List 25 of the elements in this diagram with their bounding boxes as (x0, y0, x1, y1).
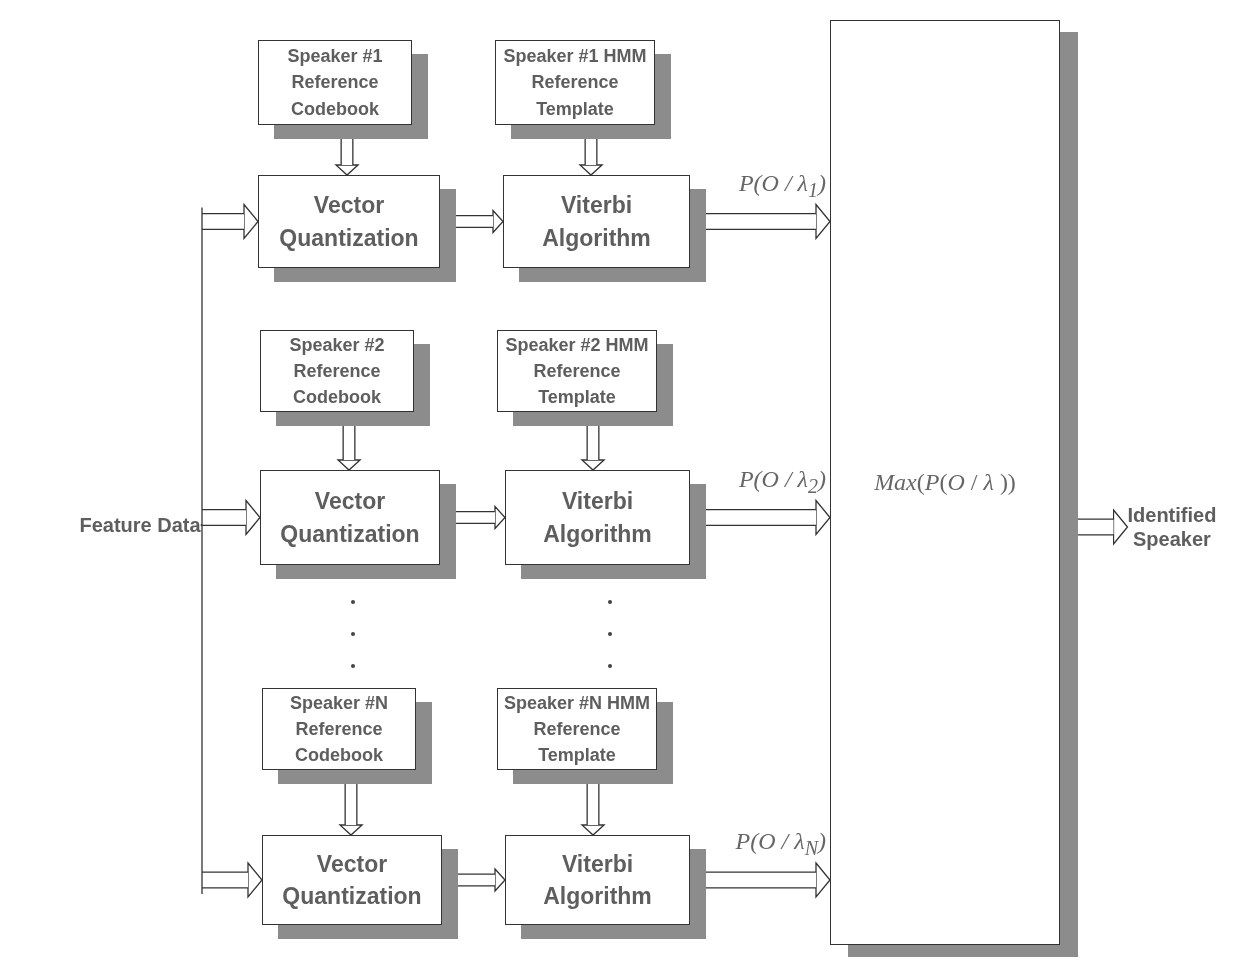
input-label: Feature Data (79, 505, 201, 545)
box-text: Speaker #N Reference Codebook (288, 691, 390, 768)
box-text: Viterbi Algorithm (541, 191, 652, 253)
formula-text: Max(P(O / λ )) (874, 467, 1016, 497)
box-text: Speaker #2 Reference Codebook (288, 333, 386, 410)
box-text: Speaker #1 Reference Codebook (286, 45, 384, 121)
arrow (579, 139, 603, 176)
box-text: Vector Quantization (279, 487, 421, 549)
output-label: Identified Speaker (1127, 500, 1217, 554)
box-text: Viterbi Algorithm (542, 487, 653, 549)
arrow (339, 784, 363, 836)
arrow (202, 499, 261, 536)
bus-line (200, 206, 203, 895)
arrow (337, 426, 361, 471)
arrow (581, 784, 605, 836)
arrow (581, 426, 605, 471)
box-text: Viterbi Algorithm (542, 849, 653, 911)
box-text: Speaker #N HMM Reference Template (502, 691, 652, 768)
arrow (335, 139, 359, 176)
box-text: Speaker #1 HMM Reference Template (502, 45, 648, 121)
arrow (202, 862, 263, 898)
box-text: Vector Quantization (281, 849, 423, 911)
box-text: Speaker #2 HMM Reference Template (504, 333, 650, 410)
arrow (202, 203, 259, 240)
box-text: Vector Quantization (278, 191, 420, 253)
